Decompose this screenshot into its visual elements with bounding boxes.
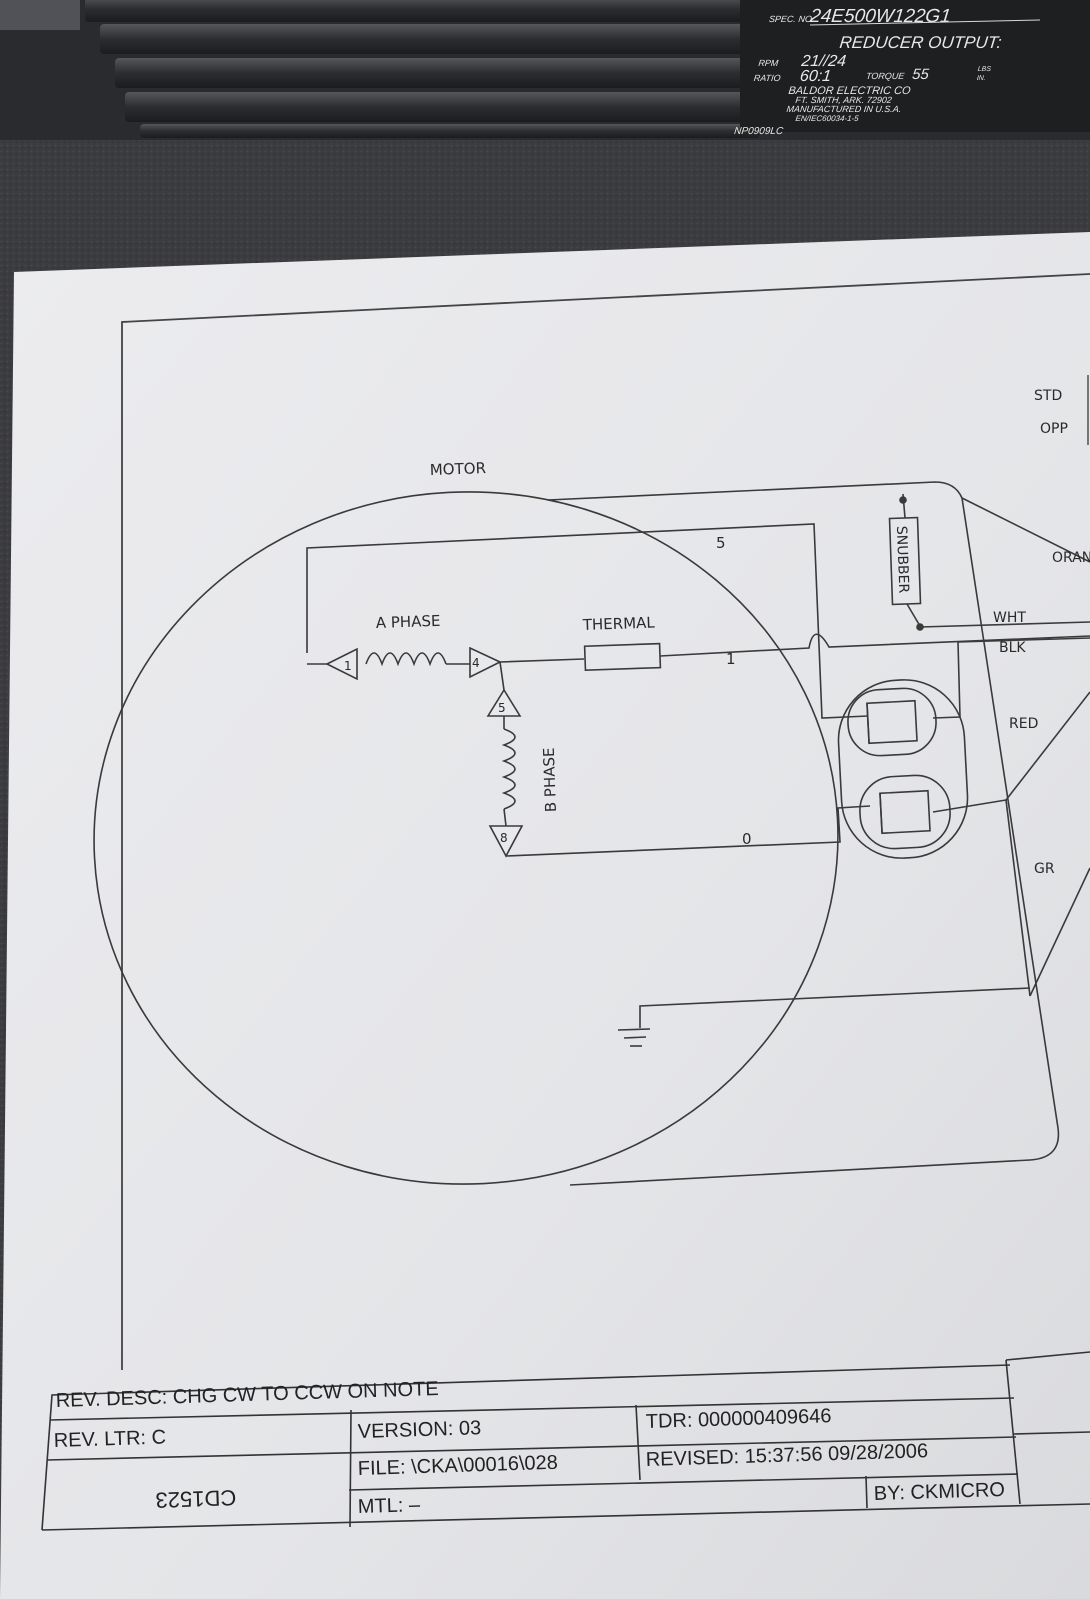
terminal-box-outline [547, 481, 1060, 1186]
wire-5-label: 5 [716, 534, 726, 552]
switch-capsule [837, 679, 969, 859]
orange-wire-label: ORAN [1052, 550, 1090, 566]
a-phase-label: A PHASE [376, 612, 441, 632]
black-wire-label: BLK [999, 640, 1026, 656]
terminal-5-label: 5 [498, 701, 506, 715]
terminal-4-label: 4 [472, 656, 480, 670]
thermal-element [583, 642, 662, 672]
wire-1 [499, 633, 1090, 663]
terminal-8-label: 8 [500, 831, 508, 845]
drawing-frame [121, 273, 1090, 1370]
diagram-labels: MOTOR A PHASE THERMAL B PHASE SNUBBER 1 … [344, 388, 1090, 877]
opp-label: OPP [1040, 421, 1068, 437]
terminal-8 [488, 825, 524, 858]
torque-unit-in: IN. [976, 75, 986, 82]
snubber-label: SNUBBER [893, 526, 911, 594]
terminals [325, 646, 524, 858]
wire-0-label: 0 [742, 830, 752, 848]
rpm-label: RPM [758, 58, 780, 68]
wire-1-label: 1 [726, 650, 736, 668]
b-phase-coil [501, 728, 516, 810]
switch-top [847, 687, 937, 757]
version: VERSION: 03 [357, 1417, 481, 1443]
red-wire-label: RED [1009, 716, 1038, 732]
snubber-element [888, 516, 922, 606]
reducer-output: REDUCER OUTPUT: [839, 33, 1003, 52]
rev-ltr: REV. LTR: C [53, 1426, 166, 1452]
white-wire-label: WHT [993, 610, 1026, 626]
paper-sheet [0, 232, 1090, 1599]
standard: EN/IEC60034-1-5 [795, 114, 860, 123]
made-in: MANUFACTURED IN U.S.A. [786, 104, 902, 114]
switch-bottom [859, 774, 951, 850]
terminal-1-label: 1 [344, 659, 352, 673]
ratio-label: RATIO [753, 73, 781, 83]
terminal-1 [325, 647, 358, 681]
motor-circle [93, 491, 839, 1185]
std-label: STD [1034, 388, 1062, 404]
thermal-label: THERMAL [582, 613, 656, 634]
motor-label: MOTOR [430, 459, 487, 479]
title-block [41, 1351, 1090, 1531]
material: MTL: – [357, 1494, 421, 1518]
rpm-value: 21//24 [800, 52, 847, 70]
green-wire-label: GR [1034, 861, 1055, 877]
terminal-5 [486, 688, 522, 717]
wire-0 [505, 805, 871, 857]
nameplate: SPEC. NO. 24E500W122G1 REDUCER OUTPUT: R… [734, 0, 1090, 137]
ground-wire [639, 987, 1031, 1028]
spec-label: SPEC. NO. [768, 14, 815, 24]
spec-number: 24E500W122G1 [808, 6, 952, 27]
a-phase-coil [365, 652, 447, 667]
maker-name: BALDOR ELECTRIC CO [788, 85, 912, 97]
part-number: NP0909LC [734, 126, 785, 137]
torque-value: 55 [911, 66, 930, 83]
torque-unit-lbs: LBS [977, 66, 991, 73]
terminal-4 [469, 646, 502, 679]
b-phase-label: B PHASE [540, 747, 560, 812]
drawing-number: CD1523 [155, 1485, 237, 1513]
ratio-value: 60:1 [799, 67, 832, 85]
maker-city: FT. SMITH, ARK. 72902 [795, 95, 892, 105]
torque-label: TORQUE [865, 71, 905, 81]
wire-5 [306, 523, 869, 719]
schematic [93, 481, 1090, 1186]
drawn-by: BY: CKMICRO [873, 1479, 1005, 1505]
